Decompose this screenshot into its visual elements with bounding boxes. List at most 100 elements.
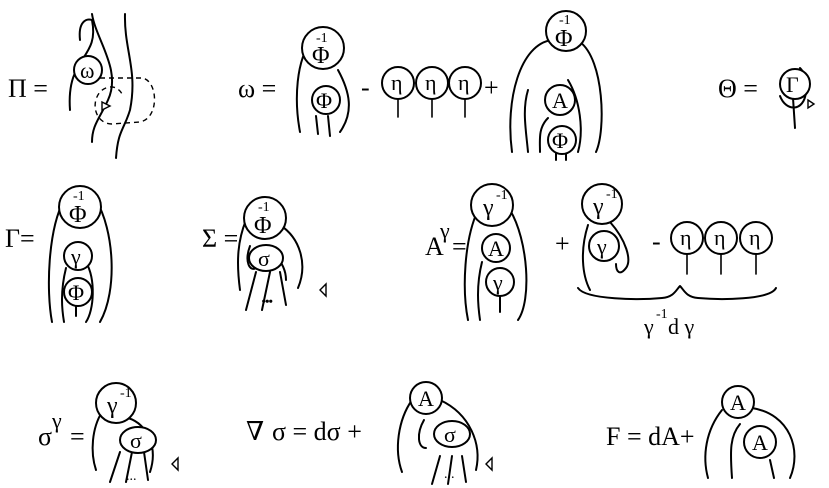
curvature-a2-label: A: [752, 430, 768, 455]
sigma-capital-phi-inv-node: [243, 196, 287, 240]
a-gamma-gamma-inv2-node: [581, 183, 623, 225]
a-gamma-eta2-label: η: [714, 225, 726, 250]
theta-lhs: Θ =: [718, 74, 758, 103]
omega-minus: -: [361, 73, 370, 102]
nabla-symbol: ∇: [246, 417, 264, 446]
a-gamma-lhs-eq: =: [452, 232, 467, 261]
omega-phi-label: Φ: [316, 88, 332, 113]
sigma-gamma-gamma-inv-sup: -1: [120, 386, 132, 401]
nabla-sigma-dots: ...: [444, 467, 455, 482]
omega-phi-inv2-label: Φ: [555, 26, 573, 52]
gamma-capital-gamma-label: γ: [70, 244, 81, 269]
sigma-capital-phi-inv-label: Φ: [254, 213, 272, 239]
nabla-sigma-a-node: [409, 381, 443, 415]
nabla-sigma-triangle-marker: [485, 456, 493, 472]
omega-eta1-label: η: [391, 70, 403, 95]
a-gamma-lhs-base: A: [425, 232, 444, 261]
a-gamma-t1-left-arc: [463, 209, 479, 321]
sigma-gamma-lhs-sup: γ: [51, 408, 62, 433]
sigma-gamma-equation: σ γ = ... γ -1 σ: [38, 382, 179, 484]
a-gamma-gamma-inv-label: γ: [482, 195, 494, 221]
sigma-gamma-legs: [109, 451, 149, 483]
a-gamma-gamma-inv2-sup: -1: [606, 187, 618, 202]
nabla-sigma-inner-loop: [418, 419, 427, 449]
sigma-gamma-gamma-inv-node: [95, 382, 137, 424]
a-gamma-eta1-node: [670, 221, 704, 255]
a-gamma-t2-left-arc: [581, 224, 591, 291]
omega-t3-right-arc: [579, 41, 603, 153]
omega-eta2-label: η: [425, 70, 437, 95]
gamma-capital-lhs: Γ=: [5, 224, 35, 253]
theta-gamma-node: [779, 68, 811, 100]
omega-a-label: A: [552, 88, 568, 113]
pi-omega-node: [73, 55, 103, 85]
omega-eta3-label: η: [458, 70, 470, 95]
gamma-capital-gamma-node: [63, 241, 93, 271]
a-gamma-brace-base: γ: [643, 314, 654, 339]
a-gamma-gamma-node: [485, 267, 515, 297]
sigma-capital-right-arc: [279, 224, 304, 289]
omega-phi-inv2-sup: -1: [559, 13, 571, 28]
a-gamma-gamma-inv-sup: -1: [496, 188, 508, 203]
a-gamma-t2-right-arc: [609, 221, 630, 274]
a-gamma-gamma-inv-node: [470, 183, 514, 227]
gamma-capital-phi-inv-sup: -1: [73, 189, 85, 204]
curvature-inner-strands: [730, 423, 775, 479]
omega-phi2-node: [547, 125, 577, 155]
sigma-capital-phi-inv-sup: -1: [258, 200, 270, 215]
sigma-capital-lhs: Σ =: [202, 224, 238, 253]
sigma-gamma-lhs-eq: =: [70, 422, 85, 451]
pi-triangle-marker: [101, 100, 112, 112]
pi-lhs: Π =: [8, 74, 48, 103]
sigma-gamma-left-arc: [91, 411, 103, 471]
omega-phi-node: [311, 85, 341, 115]
omega-equation: ω = Φ -1 Φ - η η η + Φ -1 A Φ: [238, 10, 603, 161]
curvature-a1-label: A: [730, 390, 746, 415]
a-gamma-eta1-label: η: [680, 225, 692, 250]
omega-t1-right-arc: [337, 69, 350, 133]
gamma-capital-phi-inv-label: Φ: [69, 202, 87, 228]
nabla-sigma-lhs-rest: σ = dσ +: [272, 417, 362, 446]
nabla-sigma-a-label: A: [418, 386, 434, 411]
a-gamma-eta3-node: [739, 221, 773, 255]
a-gamma-brace-rest: d γ: [668, 314, 695, 339]
omega-phi2-label: Φ: [552, 128, 568, 153]
nabla-sigma-equation: ∇ σ = dσ + ... A σ: [246, 381, 493, 485]
omega-plus: +: [484, 73, 499, 102]
pi-omega-label: ω: [80, 58, 94, 83]
omega-phi-inv-sup: -1: [316, 31, 328, 46]
a-gamma-a-label: A: [488, 236, 504, 261]
omega-eta1-node: [381, 66, 415, 100]
sigma-capital-left-arc: [237, 219, 247, 291]
a-gamma-a-node: [481, 233, 511, 263]
a-gamma-gamma-label: γ: [492, 270, 503, 295]
sigma-capital-sigma-label: σ: [258, 246, 270, 271]
gamma-capital-phi-inv-node: [58, 185, 102, 229]
gamma-capital-phi-label: Φ: [68, 280, 84, 305]
omega-phi-inv-node: [301, 26, 345, 70]
a-gamma-plus: +: [555, 229, 570, 258]
sigma-capital-equation: Σ = ... Φ -1 σ: [202, 196, 327, 311]
curvature-a1-node: [721, 385, 755, 419]
omega-eta3-node: [448, 66, 482, 100]
omega-t3-left-arc: [509, 39, 553, 153]
sigma-capital-sigma-node: [248, 244, 284, 272]
nabla-sigma-left-arc: [396, 399, 413, 473]
pi-dashed-loop: [94, 77, 156, 125]
curvature-equation: F = dA+ A A: [606, 385, 796, 479]
a-gamma-gamma2-node: [588, 230, 620, 262]
a-gamma-brace-sup: -1: [656, 307, 668, 322]
pi-right-strand: [115, 13, 134, 159]
sigma-gamma-sigma-node: [119, 426, 157, 454]
a-gamma-minus: -: [652, 227, 661, 256]
curvature-lhs: F = dA+: [606, 422, 695, 451]
a-gamma-lhs-sup: γ: [439, 218, 450, 243]
curvature-a2-node: [743, 425, 777, 459]
a-gamma-equation: A γ = γ -1 A γ + γ -1 γ - η η η γ -1: [425, 183, 777, 339]
pi-middle-strand: [91, 13, 114, 143]
theta-triangle-marker: [807, 98, 816, 110]
omega-t3-inner-strands: [523, 89, 549, 153]
a-gamma-eta2-node: [704, 221, 738, 255]
sigma-capital-legs: [245, 271, 287, 311]
